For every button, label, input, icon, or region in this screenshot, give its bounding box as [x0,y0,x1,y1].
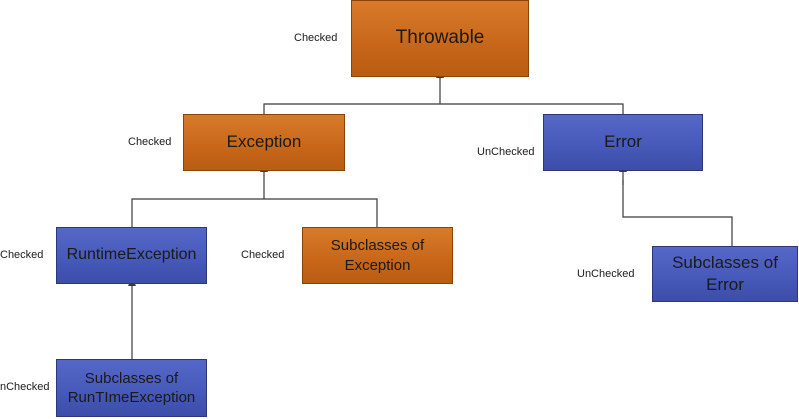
runtime-exception-status-label: Checked [0,249,44,261]
subclasses-of-exception-node: Subclasses of Exception [302,227,453,284]
subclasses-of-exception-label: Subclasses of Exception [330,237,425,274]
runtime-exception-label: RuntimeException [66,246,197,264]
subclasses-of-exception-status-label: Checked [241,249,285,261]
exception-status-label: Checked [128,136,172,148]
subclasses-of-runtime-exception-status-label: nChecked [0,381,50,393]
subclasses-of-runtime-exception-label: Subclasses of RunTImeException [67,369,196,407]
subclasses-of-error-label: Subclasses of Error [672,252,778,294]
connector-to-error [622,180,733,246]
exception-label: Exception [226,132,302,152]
throwable-label: Throwable [395,27,485,49]
connector-to-exception [131,198,378,227]
error-node: Error [543,114,703,171]
subclasses-of-error-node: Subclasses of Error [652,246,798,302]
connector-exception-to-throwable [263,103,624,114]
throwable-node: Throwable [351,0,529,77]
subclasses-of-error-status-label: UnChecked [577,268,635,280]
error-status-label: UnChecked [477,146,535,158]
subclasses-of-runtime-exception-node: Subclasses of RunTImeException [56,359,207,417]
exception-node: Exception [183,114,345,171]
error-label: Error [604,132,642,152]
runtime-exception-node: RuntimeException [56,227,207,284]
throwable-status-label: Checked [294,32,338,44]
